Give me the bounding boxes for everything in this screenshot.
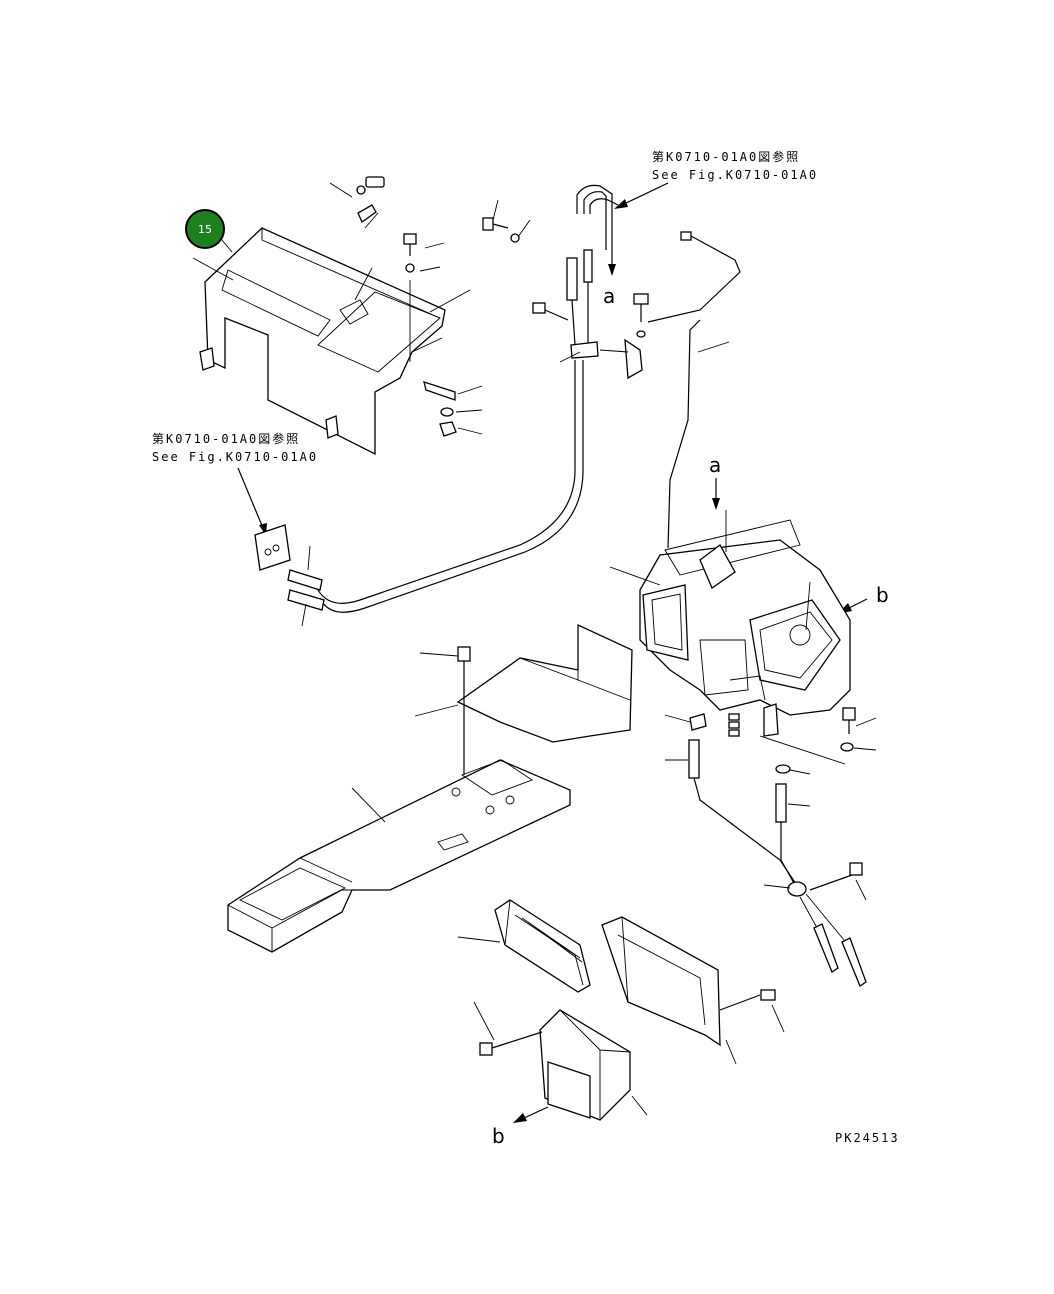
callout-letter-a-top: a bbox=[603, 284, 615, 308]
drain-hose[interactable] bbox=[693, 777, 867, 987]
leader-lines-top-left bbox=[192, 182, 531, 362]
callout-letter-b-bottom: b bbox=[492, 1124, 505, 1148]
air-duct[interactable] bbox=[414, 623, 633, 775]
bolt-top-cluster[interactable] bbox=[356, 176, 520, 273]
drawing-code: PK24513 bbox=[835, 1131, 900, 1145]
filter-frame-cover[interactable] bbox=[601, 916, 785, 1065]
outlet-duct[interactable] bbox=[473, 1001, 648, 1121]
arrow-b-bottom bbox=[513, 1106, 549, 1123]
reference-top-en: See Fig.K0710-01A0 bbox=[652, 168, 818, 182]
reference-left-en: See Fig.K0710-01A0 bbox=[152, 450, 318, 464]
control-cable[interactable] bbox=[287, 360, 584, 627]
reference-note-top: 第K0710-01A0図参照 See Fig.K0710-01A0 bbox=[614, 149, 818, 209]
reference-left-jp: 第K0710-01A0図参照 bbox=[152, 431, 300, 446]
upper-cable-assembly[interactable] bbox=[559, 184, 643, 380]
bracket-nut-set[interactable] bbox=[423, 381, 483, 437]
arrow-a-top bbox=[608, 250, 616, 276]
sensor-wire[interactable] bbox=[647, 231, 741, 549]
air-filter[interactable] bbox=[457, 899, 591, 993]
bolt-cable-clamp[interactable] bbox=[532, 302, 569, 321]
arrow-a-mid bbox=[712, 478, 720, 510]
reference-note-left: 第K0710-01A0図参照 See Fig.K0710-01A0 bbox=[152, 431, 318, 536]
floor-duct-panel[interactable] bbox=[227, 759, 571, 953]
top-cover-assembly[interactable] bbox=[199, 227, 446, 456]
connector-plate[interactable] bbox=[254, 524, 291, 571]
reference-top-jp: 第K0710-01A0図参照 bbox=[652, 149, 800, 164]
air-conditioner-unit[interactable] bbox=[609, 510, 851, 716]
badge-label: 15 bbox=[198, 223, 212, 236]
part-number-badge[interactable]: 15 bbox=[185, 209, 225, 249]
bolt-upper-right[interactable] bbox=[633, 293, 649, 338]
callout-letter-b-right: b bbox=[876, 583, 889, 607]
unit-fasteners[interactable] bbox=[664, 703, 877, 823]
callout-letter-a-mid: a bbox=[709, 453, 721, 477]
